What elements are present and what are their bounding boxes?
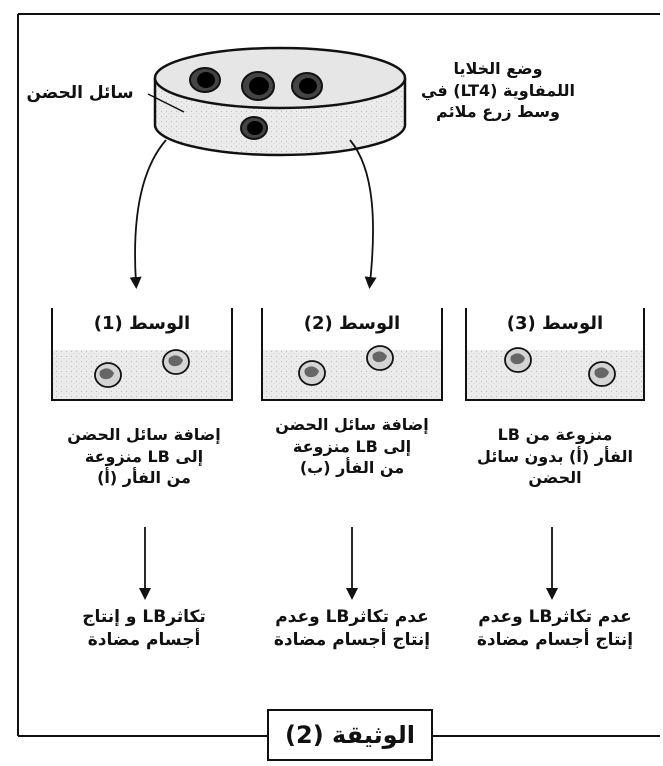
lymphocyte-cell (241, 71, 275, 101)
b-cell (504, 347, 532, 373)
medium-3-result: عدم تكاثرLB وعدم إنتاج أجسام مضادة (476, 607, 634, 650)
dish-label-pointer (147, 93, 185, 113)
b-cell (588, 361, 616, 387)
petri-dish (153, 46, 407, 157)
b-cell (366, 345, 394, 371)
medium-3-title: الوسط (3) (506, 313, 604, 334)
lymphocyte-cell (240, 116, 268, 140)
medium-container-1 (51, 308, 233, 401)
dish-description: وضع الخلايا اللمفاوية (LT4) في وسط زرع م… (421, 59, 575, 122)
medium-2-result: عدم تكاثرLB وعدم إنتاج أجسام مضادة (273, 607, 431, 650)
lymphocyte-cell (189, 67, 221, 93)
b-cell (94, 362, 122, 388)
curved-arrow-to-medium-2 (349, 139, 377, 289)
medium-1-title: الوسط (1) (93, 313, 191, 334)
outer-border (17, 13, 660, 737)
lymphocyte-cell (291, 72, 323, 100)
medium-2-procedure: إضافة سائل الحضن إلى LB منزوعة من الفأر … (275, 415, 429, 478)
figure-caption: الوثيقة (2) (267, 709, 433, 761)
medium-container-2 (261, 308, 443, 401)
medium-1-procedure: إضافة سائل الحضن إلى LB منزوعة من الفأر … (67, 425, 221, 488)
medium-3-procedure: LB منزوعة من الفأر (أ) بدون سائل الحضن (477, 425, 633, 488)
dish-label: سائل الحضن (26, 83, 134, 103)
b-cell (162, 349, 190, 375)
medium-1-result: تكاثرLB و إنتاج أجسام مضادة (82, 607, 206, 650)
curved-arrow-to-medium-1 (129, 139, 167, 289)
medium-2-title: الوسط (2) (303, 313, 401, 334)
b-cell (298, 360, 326, 386)
